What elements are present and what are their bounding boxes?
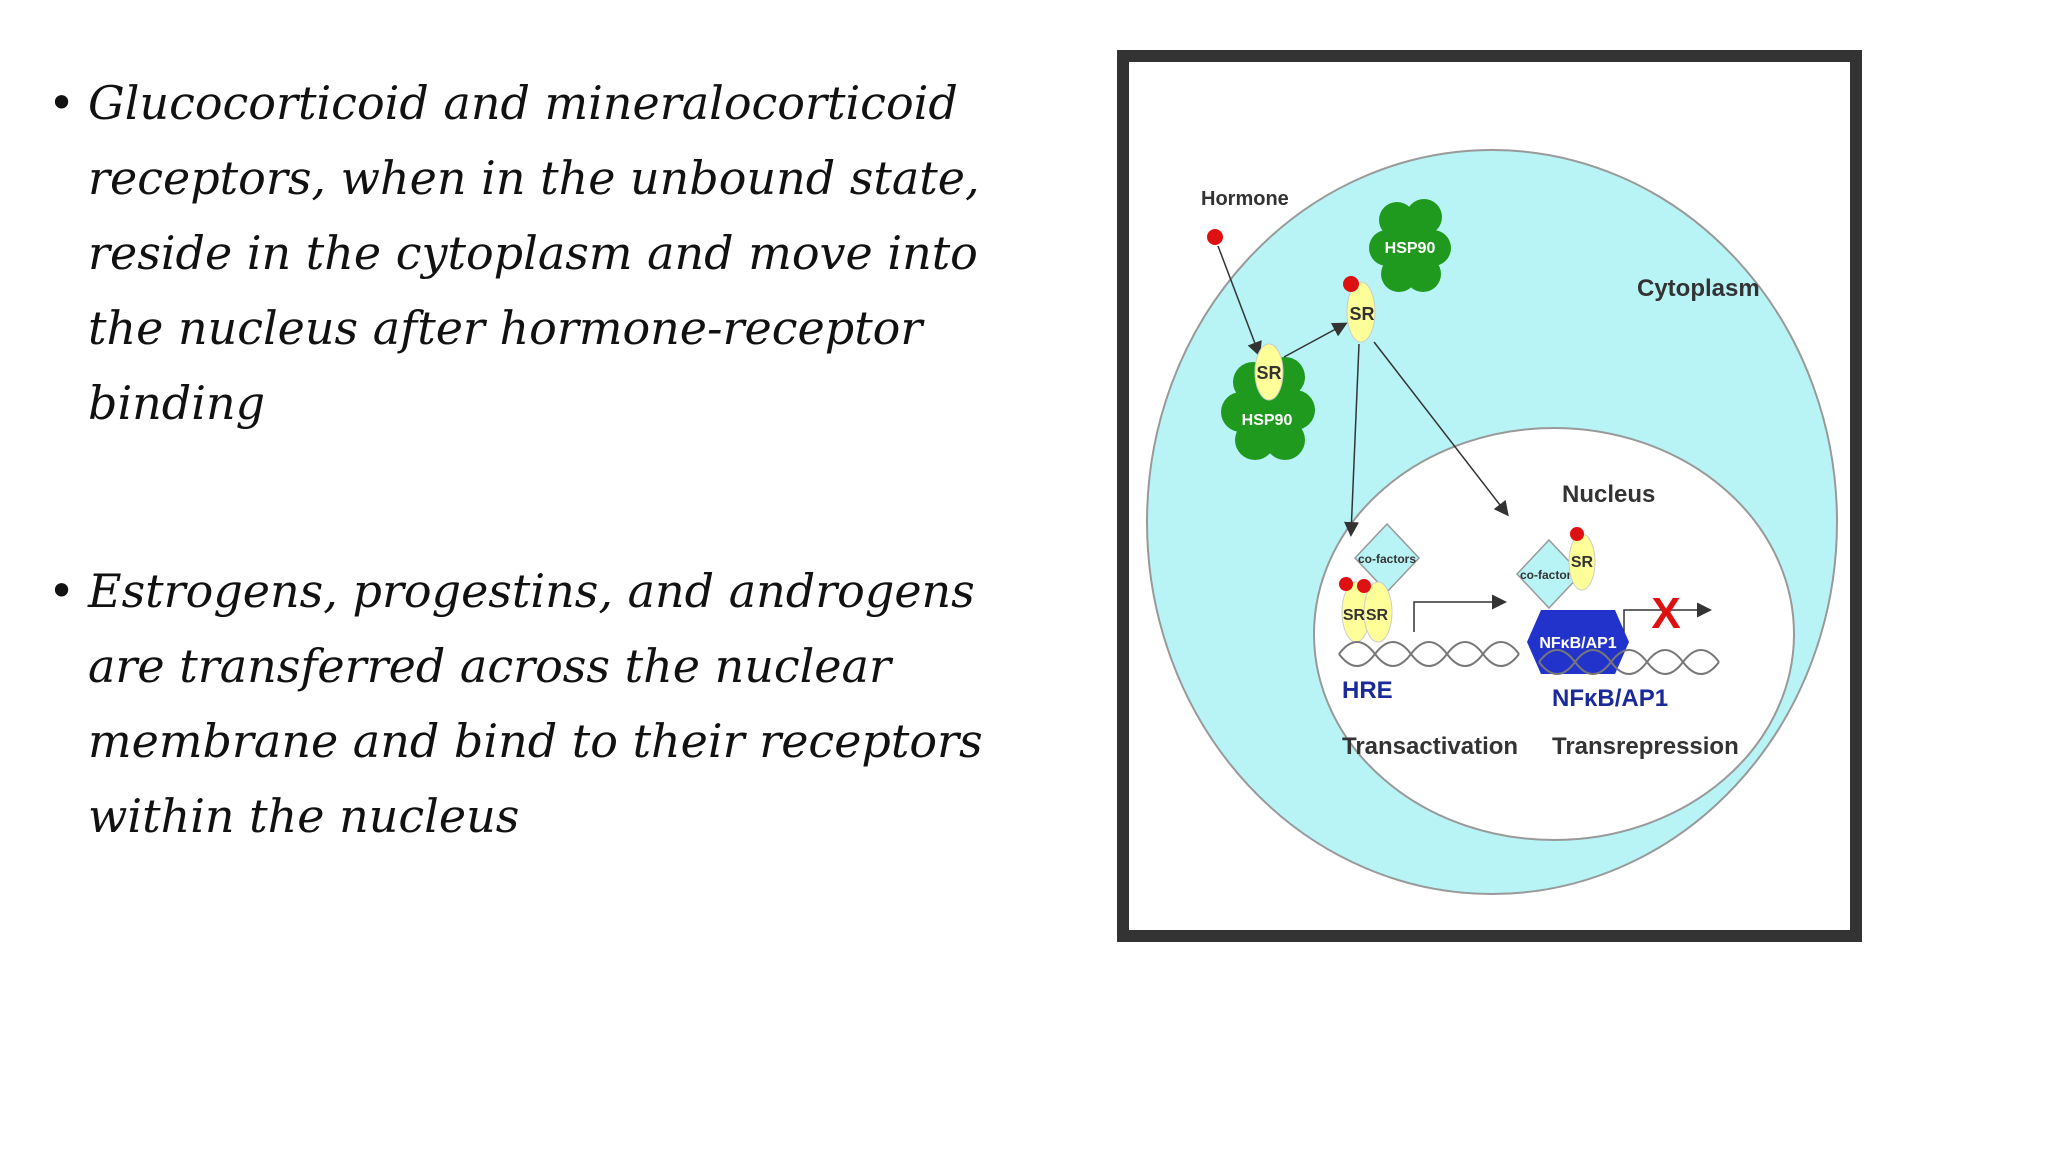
cofactors-label: co-factors xyxy=(1520,568,1578,582)
sr-dimer-right xyxy=(1363,581,1393,643)
receptor-diagram: Hormone HSP90 SR HSP90 SR Cytoplasm Nu xyxy=(1146,149,1838,895)
nfkb-label: NFκB/AP1 xyxy=(1552,685,1668,712)
transactivation-group: co-factors SR SR HRE Transactivation xyxy=(1338,522,1520,760)
hormone-molecule xyxy=(1570,527,1584,541)
hormone-arrow xyxy=(1217,245,1262,357)
bullet-dot: • xyxy=(48,564,76,618)
dna-helix-hre xyxy=(1338,641,1520,667)
sr-to-nfkb-arrow xyxy=(1373,341,1509,517)
bullet-text: Glucocorticoid and mineralocorticoid rec… xyxy=(88,76,980,430)
blocked-transcription-arrow xyxy=(1623,602,1712,632)
sr-label: SR xyxy=(1343,607,1366,624)
cofactors-label: co-factors xyxy=(1358,552,1416,566)
transrepression-label: Transrepression xyxy=(1552,733,1739,760)
hormone-molecule xyxy=(1357,579,1371,593)
sr-label: SR xyxy=(1366,607,1389,624)
blocked-mark: X xyxy=(1651,589,1680,638)
transactivation-label: Transactivation xyxy=(1342,733,1518,760)
bullet-list: •Glucocorticoid and mineralocorticoid re… xyxy=(48,66,1008,854)
bullet-item: •Glucocorticoid and mineralocorticoid re… xyxy=(48,66,1008,441)
sr-label: SR xyxy=(1349,304,1374,324)
hormone-molecule xyxy=(1343,276,1359,292)
bullet-text: Estrogens, progestins, and androgens are… xyxy=(88,564,983,843)
hsp90-free: HSP90 xyxy=(1369,199,1451,292)
nfkb-ap1-complex xyxy=(1527,610,1629,674)
hre-label: HRE xyxy=(1342,677,1393,704)
complex-to-sr-arrow xyxy=(1283,322,1348,358)
bullet-dot: • xyxy=(48,76,76,130)
sr-receptor xyxy=(1254,343,1284,401)
diagram-frame: Hormone HSP90 SR HSP90 SR Cytoplasm Nu xyxy=(1117,50,1862,942)
hsp90-free-label: HSP90 xyxy=(1385,240,1436,257)
hormone-bound-sr: SR xyxy=(1343,276,1376,343)
sr-label: SR xyxy=(1571,554,1594,571)
hormone-molecule xyxy=(1207,229,1223,245)
transrepression-group: co-factors SR NFκB/AP1 X NFκB/AP1 Transr… xyxy=(1515,527,1739,760)
nfkb-complex-label: NFκB/AP1 xyxy=(1539,635,1616,652)
hsp90-sr-complex: HSP90 SR xyxy=(1221,343,1315,460)
dna-helix-nfkb xyxy=(1538,649,1720,675)
nucleus-label: Nucleus xyxy=(1562,481,1655,508)
hsp90-label: HSP90 xyxy=(1242,412,1293,429)
cytoplasm-label: Cytoplasm xyxy=(1637,275,1760,302)
sr-label: SR xyxy=(1256,363,1281,383)
bullet-item: •Estrogens, progestins, and androgens ar… xyxy=(48,554,1008,854)
transcription-arrow xyxy=(1413,594,1507,632)
sr-to-hre-arrow xyxy=(1344,343,1360,537)
hormone-molecule xyxy=(1339,577,1353,591)
hormone-label: Hormone xyxy=(1201,188,1289,210)
